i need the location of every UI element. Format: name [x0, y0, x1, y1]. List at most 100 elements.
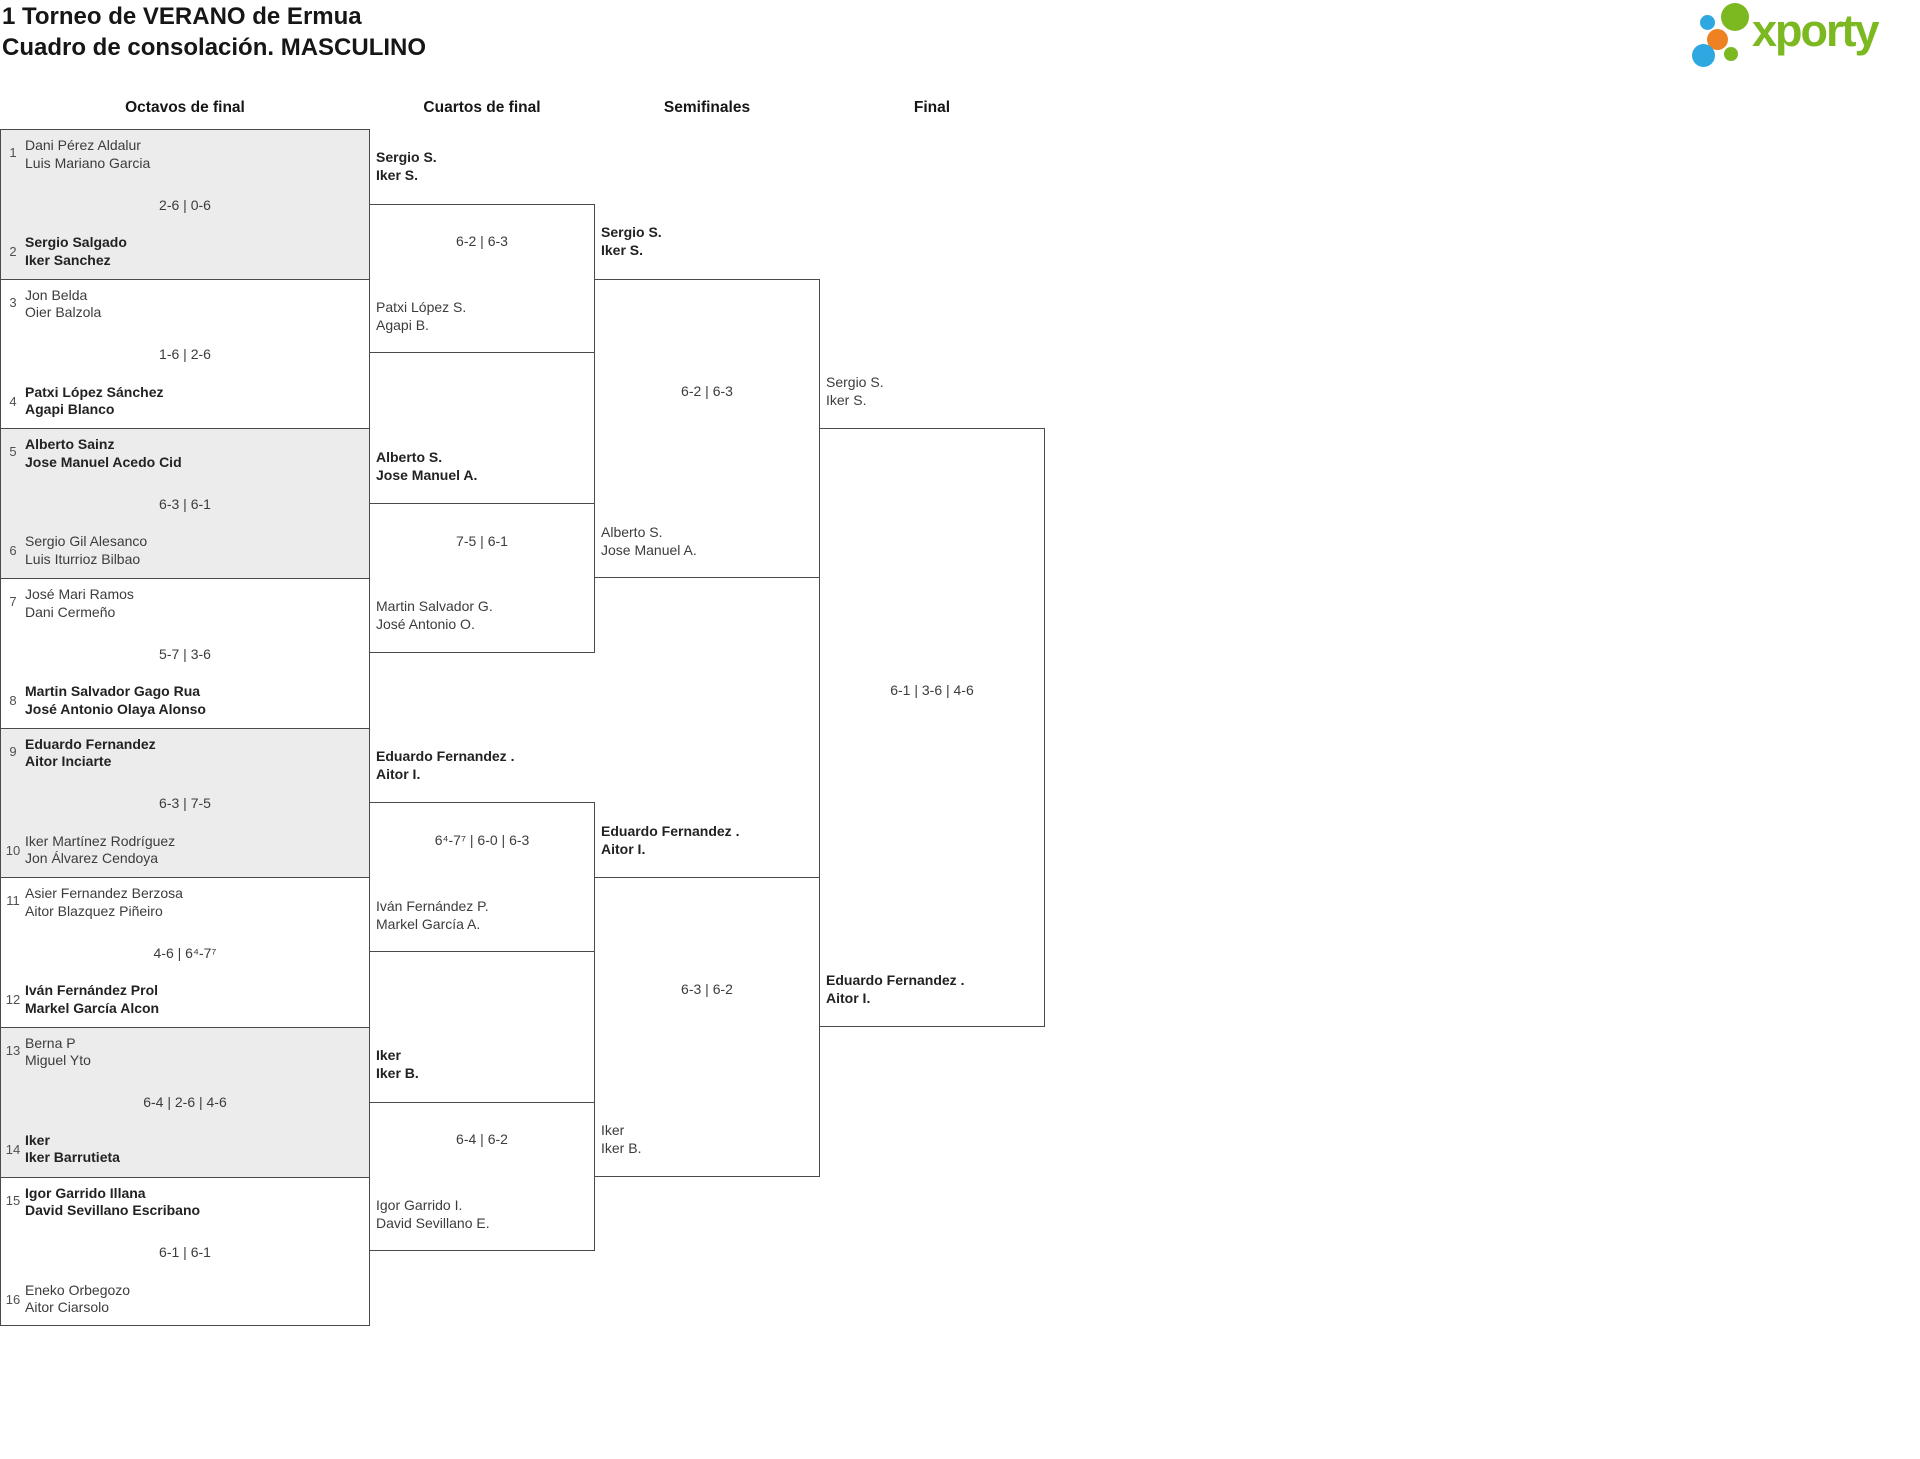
match-score: 6-3 | 6-1 [159, 495, 211, 512]
player-name: Berna P [25, 1034, 76, 1051]
match-score: 2-6 | 0-6 [159, 196, 211, 213]
seed-number: 2 [9, 244, 17, 259]
xporty-logo[interactable]: xporty [1690, 0, 1920, 78]
octavos-match-1: 1 Dani Pérez Aldalur Luis Mariano Garcia… [0, 129, 370, 279]
player-name: José Mari Ramos [25, 586, 134, 602]
player-name: Sergio Salgado [25, 234, 127, 250]
player-name: Aitor Inciarte [25, 753, 112, 770]
match-score: 6-1 | 6-1 [159, 1244, 211, 1261]
team-pair: Sergio Gil Alesanco Luis Iturrioz Bilbao [25, 533, 365, 568]
player-name: Patxi López S. [376, 299, 467, 315]
player-name: Luis Mariano Garcia [25, 154, 151, 171]
team-pair-winner: Eduardo Fernandez . Aitor I. [601, 822, 819, 858]
player-name: Iker Sanchez [25, 251, 111, 268]
octavos-match-6: 11 Asier Fernandez Berzosa Aitor Blazque… [0, 877, 370, 1027]
logo-dot-blue-small [1700, 14, 1715, 30]
match-score: 6-2 | 6-3 [456, 233, 508, 250]
player-name: Iker B. [601, 1140, 642, 1157]
player-name: Iker S. [376, 167, 419, 184]
player-name: Iker S. [826, 391, 867, 408]
round-header-final: Final [913, 99, 951, 116]
player-name: Eneko Orbegozo [25, 1281, 131, 1298]
player-name: Sergio S. [826, 373, 884, 390]
team-pair: Iker Martínez Rodríguez Jon Álvarez Cend… [25, 833, 365, 868]
final-box [819, 428, 1045, 1027]
team-pair-winner: Eduardo Fernandez . Aitor I. [376, 747, 594, 783]
player-name: Asier Fernandez Berzosa [25, 885, 183, 902]
seed-number: 12 [5, 992, 21, 1008]
player-name: Dani Cermeño [25, 603, 116, 620]
seed-number: 11 [6, 893, 20, 909]
round-header-octavos: Octavos de final [125, 99, 245, 116]
team-pair: Dani Pérez Aldalur Luis Mariano Garcia [25, 137, 365, 172]
octavos-match-7: 13 Berna P Miguel Yto 6-4 | 2-6 | 4-6 14… [0, 1026, 370, 1177]
player-name: Oier Balzola [25, 304, 102, 321]
octavos-match-3: 5 Alberto Sainz Jose Manuel Acedo Cid 6-… [0, 428, 370, 578]
team-pair-winner: Alberto S. Jose Manuel A. [376, 448, 594, 484]
match-score: 1-6 | 2-6 [159, 346, 211, 363]
seed-number: 1 [9, 145, 17, 160]
player-name: Markel García A. [376, 915, 481, 932]
team-pair-winner: Sergio S. Iker S. [376, 148, 594, 184]
match-score: 6-3 | 6-2 [681, 981, 733, 998]
player-name: Alberto S. [601, 523, 663, 540]
seed-number: 8 [9, 693, 17, 708]
player-name: Jon Belda [25, 286, 88, 303]
player-name: Alberto Sainz [25, 436, 115, 453]
logo-dot-green-big [1721, 3, 1749, 31]
player-name: Sergio S. [376, 149, 437, 166]
seed-number: 4 [9, 393, 17, 409]
seed-number: 6 [9, 543, 17, 559]
player-name: Iker [25, 1131, 50, 1148]
team-pair-winner: Igor Garrido Illana David Sevillano Escr… [25, 1185, 365, 1220]
player-name: Patxi López Sánchez [25, 383, 164, 400]
team-pair: Iker Iker B. [601, 1121, 819, 1157]
seed-number: 3 [9, 294, 17, 310]
team-pair-winner: Sergio S. Iker S. [601, 223, 819, 259]
team-pair-winner: Iván Fernández Prol Markel García Alcon [25, 982, 365, 1017]
team-pair: Sergio S. Iker S. [826, 373, 1044, 409]
player-name: Aitor Ciarsolo [25, 1299, 110, 1316]
team-pair-winner: Martin Salvador Gago Rua José Antonio Ol… [25, 683, 365, 718]
player-name: Luis Iturrioz Bilbao [25, 550, 141, 567]
match-score: 7-5 | 6-1 [456, 532, 508, 549]
player-name: Jon Álvarez Cendoya [25, 850, 159, 867]
match-score: 4-6 | 6⁴-7⁷ [153, 944, 217, 961]
team-pair: Patxi López S. Agapi B. [376, 298, 594, 334]
player-name: Eduardo Fernandez . [601, 822, 740, 839]
match-score: 6-2 | 6-3 [681, 382, 733, 399]
team-pair-winner: Iker Iker Barrutieta [25, 1132, 365, 1167]
seed-number: 14 [5, 1141, 21, 1157]
octavos-match-4: 7 José Mari Ramos Dani Cermeño 5-7 | 3-6… [0, 578, 370, 728]
team-pair: Alberto S. Jose Manuel A. [601, 523, 819, 559]
player-name: Aitor I. [601, 840, 646, 857]
match-score: 6-1 | 3-6 | 4-6 [890, 682, 974, 699]
team-pair-winner: Eduardo Fernandez Aitor Inciarte [25, 736, 365, 771]
player-name: Eduardo Fernandez . [826, 972, 965, 989]
player-name: Agapi B. [376, 317, 429, 333]
semifinal-2-box [594, 877, 820, 1177]
player-name: Iker S. [601, 242, 644, 259]
team-pair-winner: Iker Iker B. [376, 1046, 594, 1082]
seed-number: 16 [5, 1291, 21, 1307]
player-name: Aitor Blazquez Piñeiro [25, 902, 163, 919]
seed-number: 13 [5, 1042, 21, 1058]
tournament-name: 1 Torneo de VERANO de Ermua [2, 3, 362, 30]
team-pair: Berna P Miguel Yto [25, 1035, 365, 1070]
team-pair: Jon Belda Oier Balzola [25, 287, 365, 322]
page-title: 1 Torneo de VERANO de Ermua Cuadro de co… [2, 1, 426, 63]
cuartos-match-3-box [369, 802, 595, 953]
logo-wordmark: xporty [1752, 5, 1880, 56]
match-score: 6-3 | 7-5 [159, 795, 211, 812]
player-name: Jose Manuel A. [376, 466, 478, 483]
team-pair: Eneko Orbegozo Aitor Ciarsolo [25, 1282, 365, 1317]
team-pair: José Mari Ramos Dani Cermeño [25, 586, 365, 621]
player-name: Eduardo Fernandez . [376, 747, 515, 764]
round-header-semis: Semifinales [663, 99, 751, 116]
seed-number: 7 [9, 594, 17, 609]
match-score: 5-7 | 3-6 [159, 645, 211, 662]
player-name: Sergio Gil Alesanco [25, 533, 148, 550]
player-name: Jose Manuel Acedo Cid [25, 453, 182, 470]
player-name: Martin Salvador Gago Rua [25, 683, 201, 699]
player-name: Eduardo Fernandez [25, 735, 156, 752]
